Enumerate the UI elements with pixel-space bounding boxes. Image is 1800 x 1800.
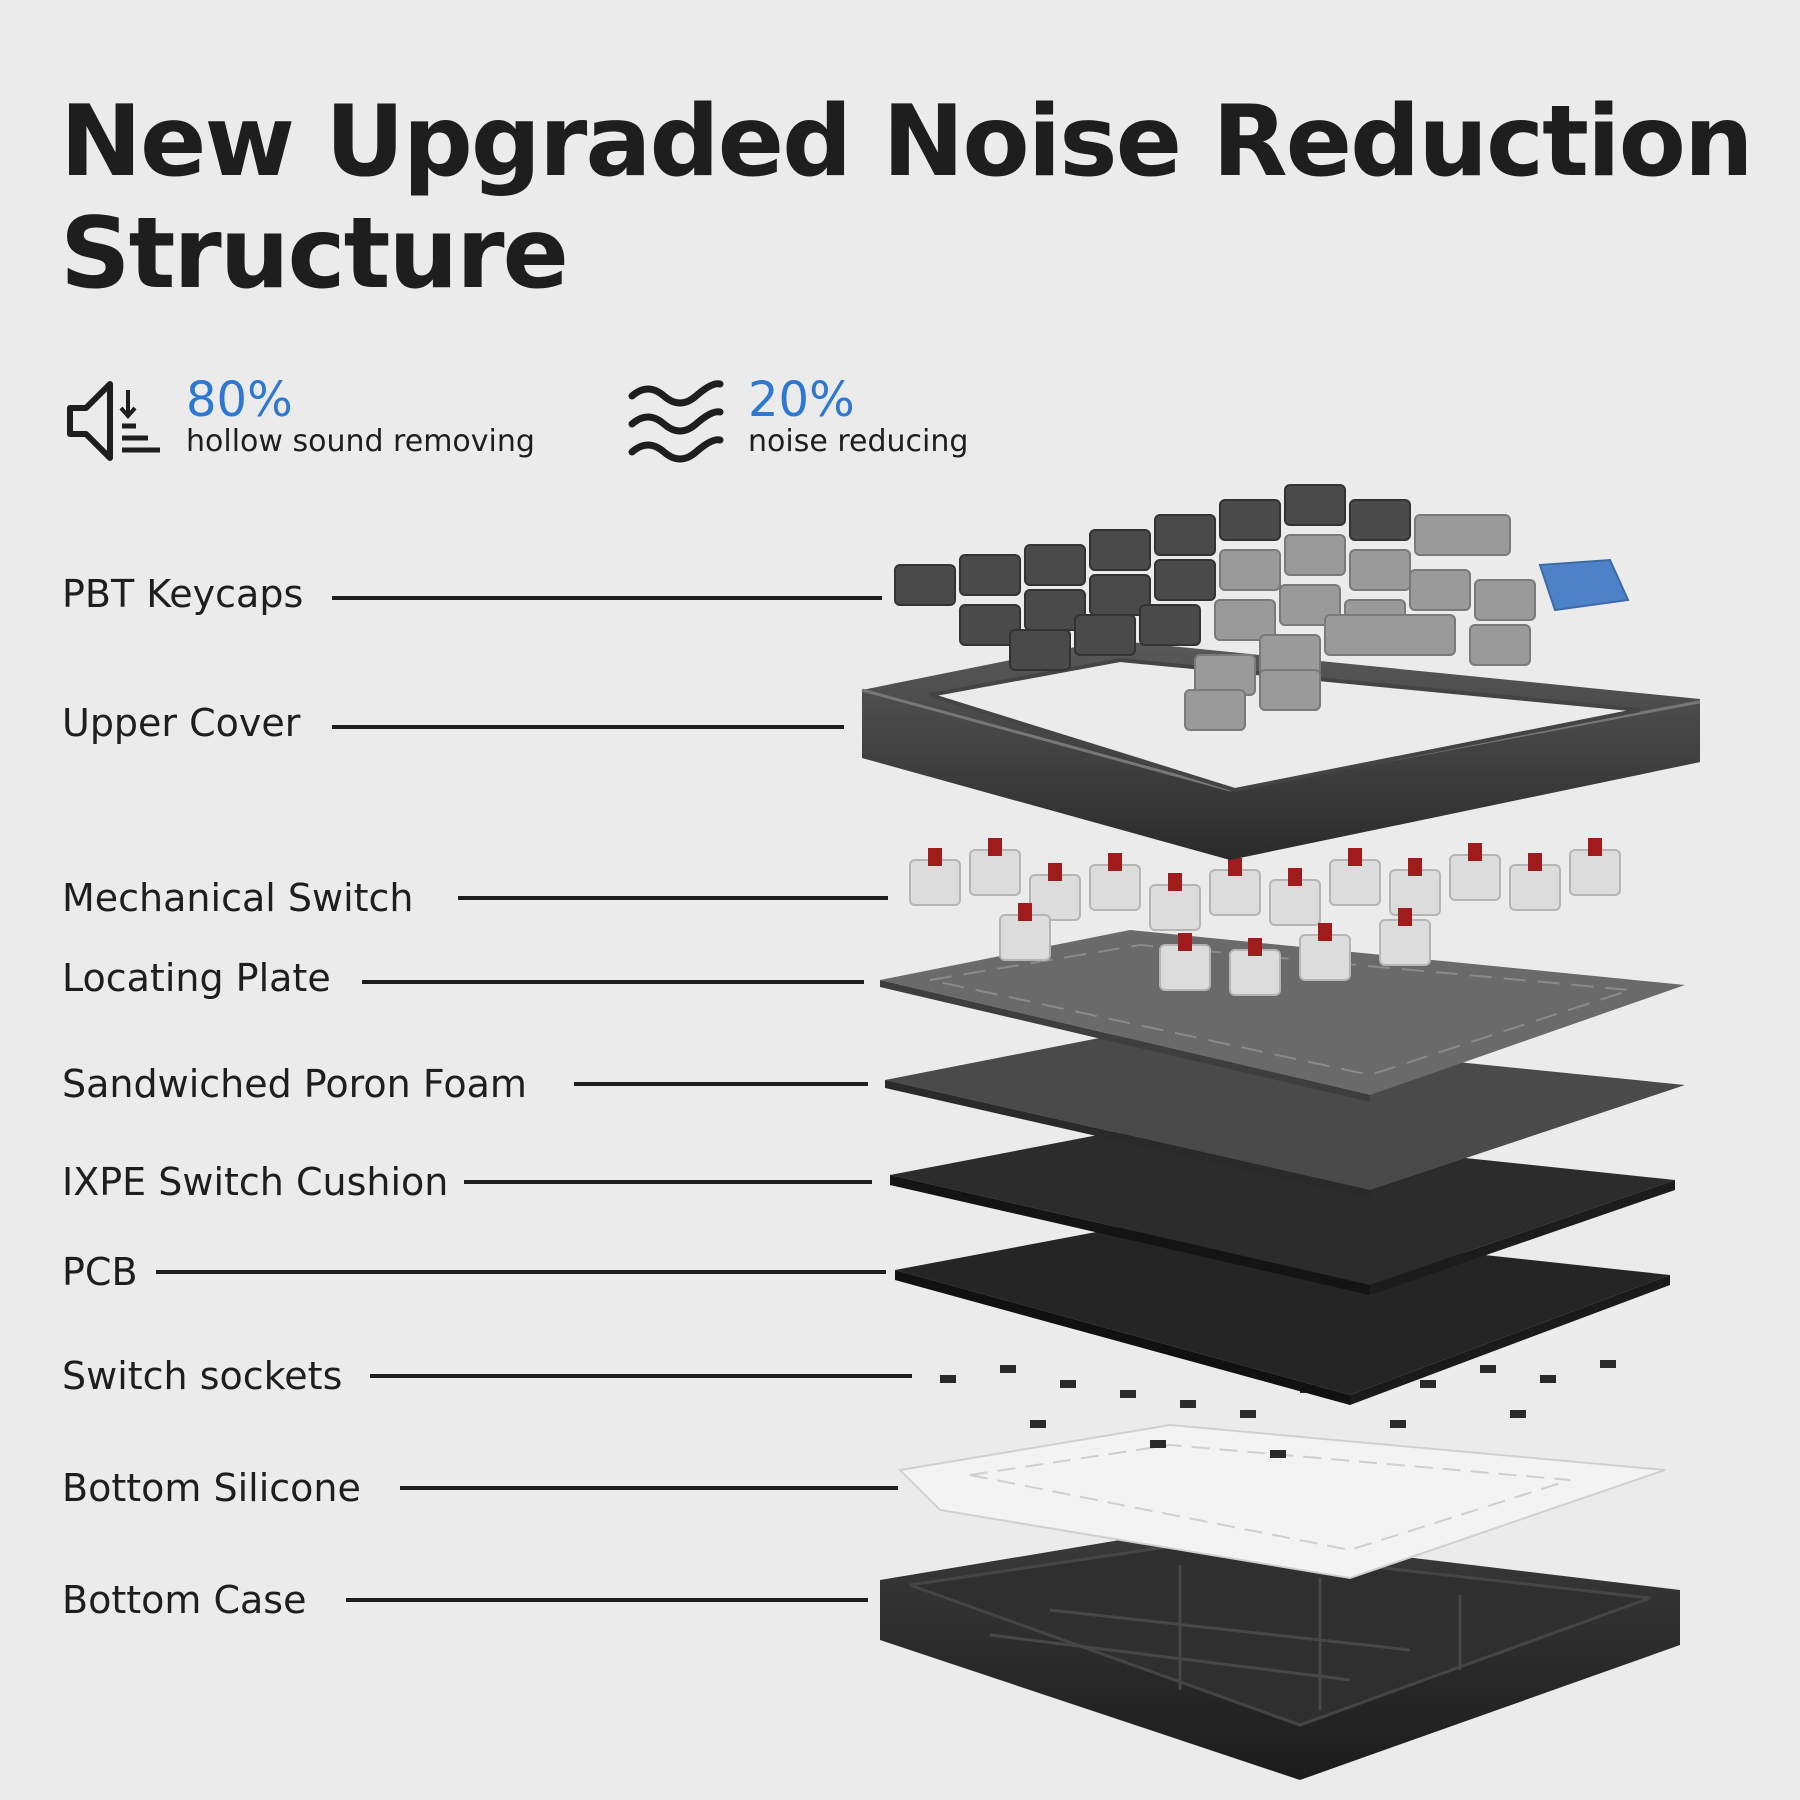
ixpe-cushion-layer (890, 1125, 1675, 1295)
layer-label-mechanical-switch: Mechanical Switch (62, 876, 414, 920)
leader-line (156, 1270, 886, 1274)
leader-line (332, 596, 882, 600)
upper-cover-layer (861, 640, 1700, 860)
stat-percent: 20% (748, 372, 855, 428)
leader-line (370, 1374, 912, 1378)
leader-line (458, 896, 888, 900)
stat-description: noise reducing (748, 424, 969, 459)
leader-line (346, 1598, 868, 1602)
layer-label-pbt-keycaps: PBT Keycaps (62, 572, 304, 616)
leader-line (362, 980, 864, 984)
title-line-2: Structure (60, 197, 569, 311)
leader-line (574, 1082, 868, 1086)
locating-plate-layer (880, 930, 1685, 1102)
exploded-keyboard-illustration (861, 484, 1700, 1780)
bottom-silicone-layer (897, 1423, 1666, 1580)
stat-hollow-sound: 80% hollow sound removing (186, 372, 586, 472)
layer-label-ixpe-cushion: IXPE Switch Cushion (62, 1160, 449, 1204)
layer-label-upper-cover: Upper Cover (62, 701, 301, 745)
mechanical-switch-layer (909, 838, 1621, 996)
page-title: New Upgraded Noise Reduction Structure (60, 86, 1760, 310)
pbt-keycaps-layer (894, 484, 1630, 731)
pcb-layer (895, 1220, 1670, 1405)
layer-label-poron-foam: Sandwiched Poron Foam (62, 1062, 527, 1106)
sound-waves-icon (628, 380, 724, 463)
poron-foam-layer (885, 1030, 1685, 1198)
stat-description: hollow sound removing (186, 424, 535, 459)
speaker-sound-removing-icon (67, 381, 160, 461)
stat-noise-reducing: 20% noise reducing (748, 372, 1048, 472)
leader-line (464, 1180, 872, 1184)
leader-line (332, 725, 844, 729)
layer-label-pcb: PCB (62, 1250, 138, 1294)
bottom-case-layer (880, 1530, 1680, 1780)
layer-label-bottom-silicone: Bottom Silicone (62, 1466, 361, 1510)
leader-line (400, 1486, 898, 1490)
layer-label-bottom-case: Bottom Case (62, 1578, 307, 1622)
title-line-1: New Upgraded Noise Reduction (60, 85, 1754, 199)
layer-label-locating-plate: Locating Plate (62, 956, 331, 1000)
stat-percent: 80% (186, 372, 293, 428)
layer-label-switch-sockets: Switch sockets (62, 1354, 343, 1398)
